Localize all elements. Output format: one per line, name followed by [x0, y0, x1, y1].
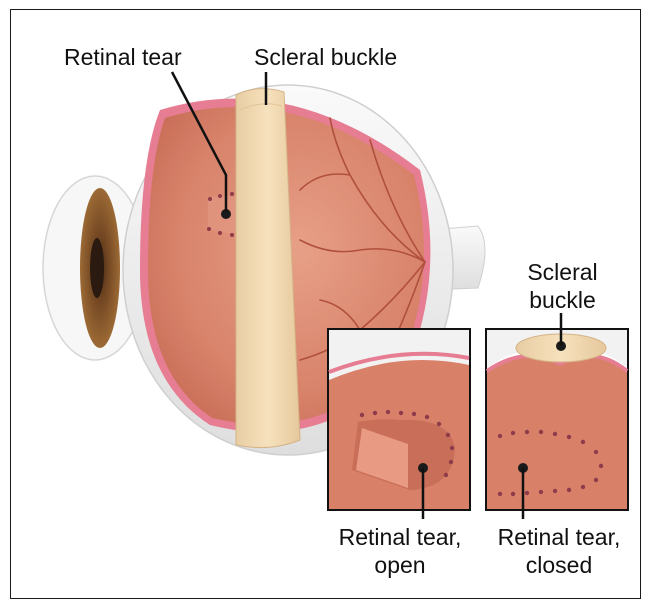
label-tear-closed: Retinal tear, closed	[484, 523, 634, 579]
label-scleral-buckle-top: Scleral buckle	[254, 43, 397, 71]
label-tear-closed-line2: closed	[484, 551, 634, 579]
inset-tear-closed	[486, 313, 628, 519]
label-tear-open-line1: Retinal tear,	[318, 523, 482, 551]
label-scleral-buckle-side-line1: Scleral	[505, 258, 620, 286]
label-tear-closed-line1: Retinal tear,	[484, 523, 634, 551]
label-scleral-buckle-side-line2: buckle	[505, 286, 620, 314]
label-tear-open: Retinal tear, open	[318, 523, 482, 579]
label-scleral-buckle-side: Scleral buckle	[505, 258, 620, 314]
label-tear-open-line2: open	[318, 551, 482, 579]
iris	[80, 188, 120, 348]
label-retinal-tear: Retinal tear	[64, 43, 182, 71]
inset-tear-open	[328, 329, 470, 519]
